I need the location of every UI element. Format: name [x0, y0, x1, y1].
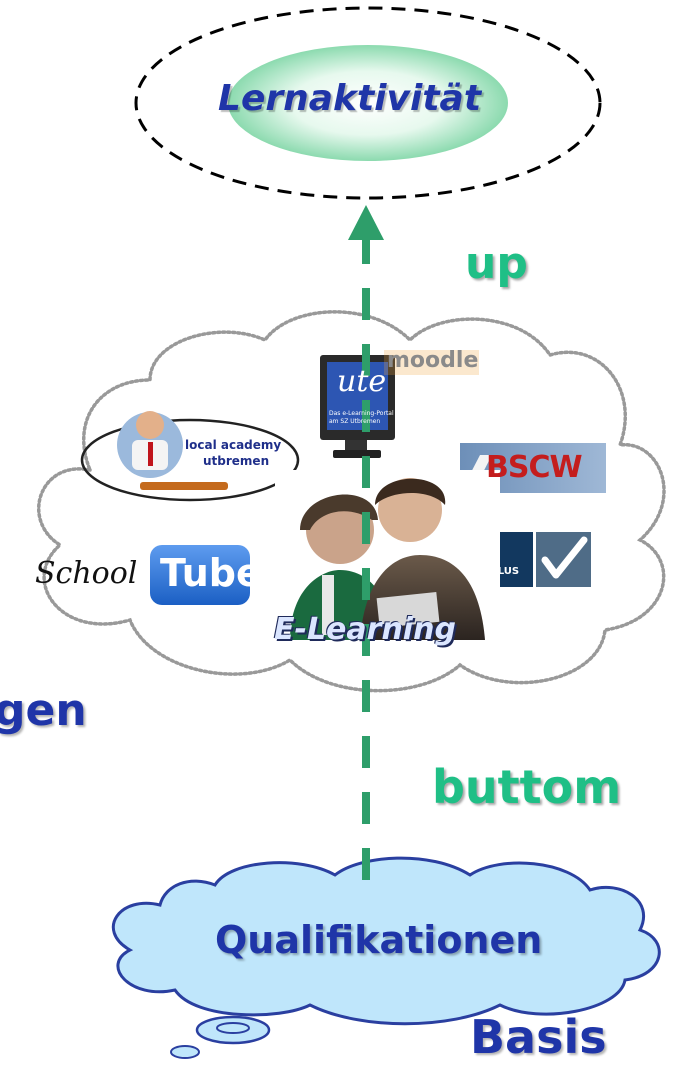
ute-caption-1: Das e-Learning-Portal — [329, 410, 394, 417]
local-academy-logo — [80, 411, 300, 502]
up-arrow-head — [348, 205, 384, 240]
school-label: School — [35, 556, 138, 591]
moodle-badge — [384, 350, 479, 375]
basis-label: Basis — [470, 1010, 607, 1064]
left-fragment-label: gen — [0, 685, 87, 736]
ute-logo-text: ute — [337, 364, 387, 399]
tube-label: Tube — [160, 551, 262, 595]
lplus-label: LPLUS — [484, 566, 520, 577]
tube-badge — [150, 545, 250, 605]
base-cloud — [111, 856, 661, 1026]
local-academy-label-2: utbremen — [203, 454, 270, 468]
goal-glow — [228, 45, 508, 161]
cloud-puff-inner — [216, 1022, 250, 1034]
base-cloud-label: Qualifikationen — [215, 918, 543, 962]
cloud-puff-small — [170, 1045, 200, 1059]
up-label: up — [465, 238, 528, 289]
ute-caption-2: am SZ Utbremen — [329, 418, 381, 425]
elearning-label: E-Learning — [274, 612, 456, 647]
bottom-label: buttom — [432, 760, 622, 814]
cloud-puff-large — [195, 1015, 271, 1045]
bscw-label: BSCW — [486, 450, 583, 485]
local-academy-label-1: local academy — [185, 438, 282, 452]
goal-title: Lernaktivität — [218, 78, 482, 119]
ute-monitor-logo — [320, 355, 395, 458]
check-icon — [541, 536, 588, 579]
moodle-label: moodle — [387, 348, 479, 373]
